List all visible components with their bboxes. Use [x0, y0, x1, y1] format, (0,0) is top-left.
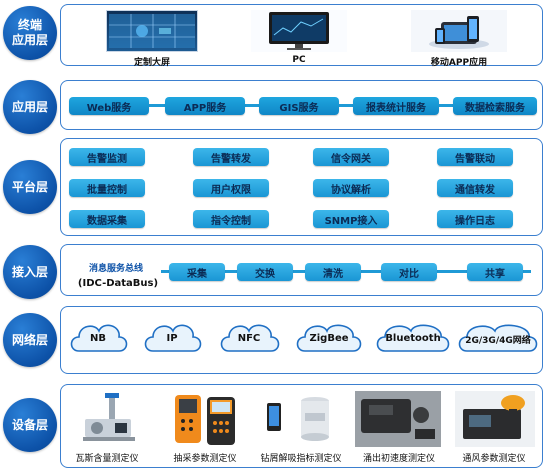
platform-alarm-monitor: 告警监测	[69, 148, 145, 166]
extraction-tester-image	[175, 395, 235, 445]
terminal-caption-mobile-app: 移动APP应用	[430, 58, 488, 68]
network-zigbee: ZigBee	[309, 333, 349, 344]
cloud-shape-ip	[144, 324, 202, 352]
mobile-app-image	[411, 10, 507, 52]
bus-name: (IDC-DataBus)	[77, 278, 159, 289]
cloud-shape-zigbee	[296, 324, 362, 352]
layer-label-access: 接入层	[3, 245, 57, 299]
cloud-shape-bluetooth	[376, 324, 450, 352]
service-report: 报表统计服务	[353, 97, 439, 115]
access-step-exchange: 交换	[237, 263, 293, 281]
pc-monitor-icon	[269, 12, 329, 50]
device-ventilation-param: 通风参数测定仪	[462, 454, 526, 464]
platform-protocol-parse: 协议解析	[313, 179, 389, 197]
layer-label-network-text: 网络层	[11, 332, 48, 347]
big-screen-graphic	[109, 14, 195, 48]
access-layer-frame: 消息服务总线 (IDC-DataBus) 采集 交换 清洗 对比 共享	[60, 244, 543, 296]
layer-label-platform-text: 平台层	[11, 179, 48, 194]
cloud-shape-cellular	[458, 324, 538, 352]
terminal-layer-frame: 定制大屏 PC 移动APP应用	[60, 4, 543, 68]
platform-command-control: 指令控制	[193, 210, 269, 228]
layer-label-access-text: 接入层	[11, 264, 48, 279]
network-nfc: NFC	[237, 333, 261, 344]
layer-label-application-text: 应用层	[11, 99, 48, 114]
cloud-shape-nfc	[220, 324, 280, 352]
platform-snmp-access: SNMP接入	[313, 210, 389, 228]
desorption-tester-image	[267, 397, 329, 441]
mobile-app-icon	[429, 16, 489, 49]
access-step-share: 共享	[467, 263, 523, 281]
access-step-collect: 采集	[169, 263, 225, 281]
cloud-shape-nb	[70, 324, 128, 352]
pc-image	[251, 10, 347, 52]
service-app: APP服务	[165, 97, 245, 115]
access-step-compare: 对比	[381, 263, 437, 281]
platform-user-permission: 用户权限	[193, 179, 269, 197]
platform-signaling-gateway: 信令网关	[313, 148, 389, 166]
big-screen-image	[106, 10, 198, 52]
network-bluetooth: Bluetooth	[385, 333, 441, 344]
platform-comm-forward: 通信转发	[437, 179, 513, 197]
layer-label-terminal-text: 终端 应用层	[11, 18, 48, 47]
ventilation-tester-image	[455, 391, 535, 447]
layer-label-platform: 平台层	[3, 160, 57, 214]
layer-label-device: 设备层	[3, 398, 57, 452]
network-nb: NB	[90, 333, 106, 344]
access-step-clean: 清洗	[305, 263, 361, 281]
device-gas-content: 瓦斯含量测定仪	[75, 454, 139, 464]
network-cellular: 2G/3G/4G网络	[465, 336, 531, 346]
layer-label-application: 应用层	[3, 80, 57, 134]
initial-velocity-tester-image	[355, 391, 441, 447]
device-initial-velocity: 涌出初速度测定仪	[362, 454, 435, 464]
terminal-caption-pc: PC	[292, 55, 306, 65]
platform-alarm-linkage: 告警联动	[437, 148, 513, 166]
device-layer-frame: 瓦斯含量测定仪 抽采参数测定仪 钻屑解吸指标测定仪 涌出初速度测定仪	[60, 384, 543, 468]
layer-label-network: 网络层	[3, 313, 57, 367]
network-layer-frame: NB IP NFC ZigBee Bluetooth 2G/3G/4G网络	[60, 306, 543, 374]
device-desorption-index: 钻屑解吸指标测定仪	[260, 454, 342, 464]
device-extraction-param: 抽采参数测定仪	[173, 454, 237, 464]
service-data-search: 数据检索服务	[453, 97, 537, 115]
layer-label-device-text: 设备层	[11, 417, 48, 432]
platform-data-collect: 数据采集	[69, 210, 145, 228]
gas-content-tester-image	[83, 393, 135, 441]
platform-layer-frame: 告警监测 告警转发 信令网关 告警联动 批量控制 用户权限 协议解析 通信转发 …	[60, 138, 543, 236]
network-ip: IP	[166, 333, 178, 344]
layer-label-terminal: 终端 应用层	[3, 6, 57, 60]
service-gis: GIS服务	[259, 97, 339, 115]
platform-operation-log: 操作日志	[437, 210, 513, 228]
platform-batch-control: 批量控制	[69, 179, 145, 197]
bus-title: 消息服务总线	[88, 264, 143, 274]
platform-alarm-forward: 告警转发	[193, 148, 269, 166]
service-web: Web服务	[69, 97, 149, 115]
terminal-caption-big-screen: 定制大屏	[133, 58, 170, 68]
application-layer-frame: Web服务 APP服务 GIS服务 报表统计服务 数据检索服务	[60, 80, 543, 130]
